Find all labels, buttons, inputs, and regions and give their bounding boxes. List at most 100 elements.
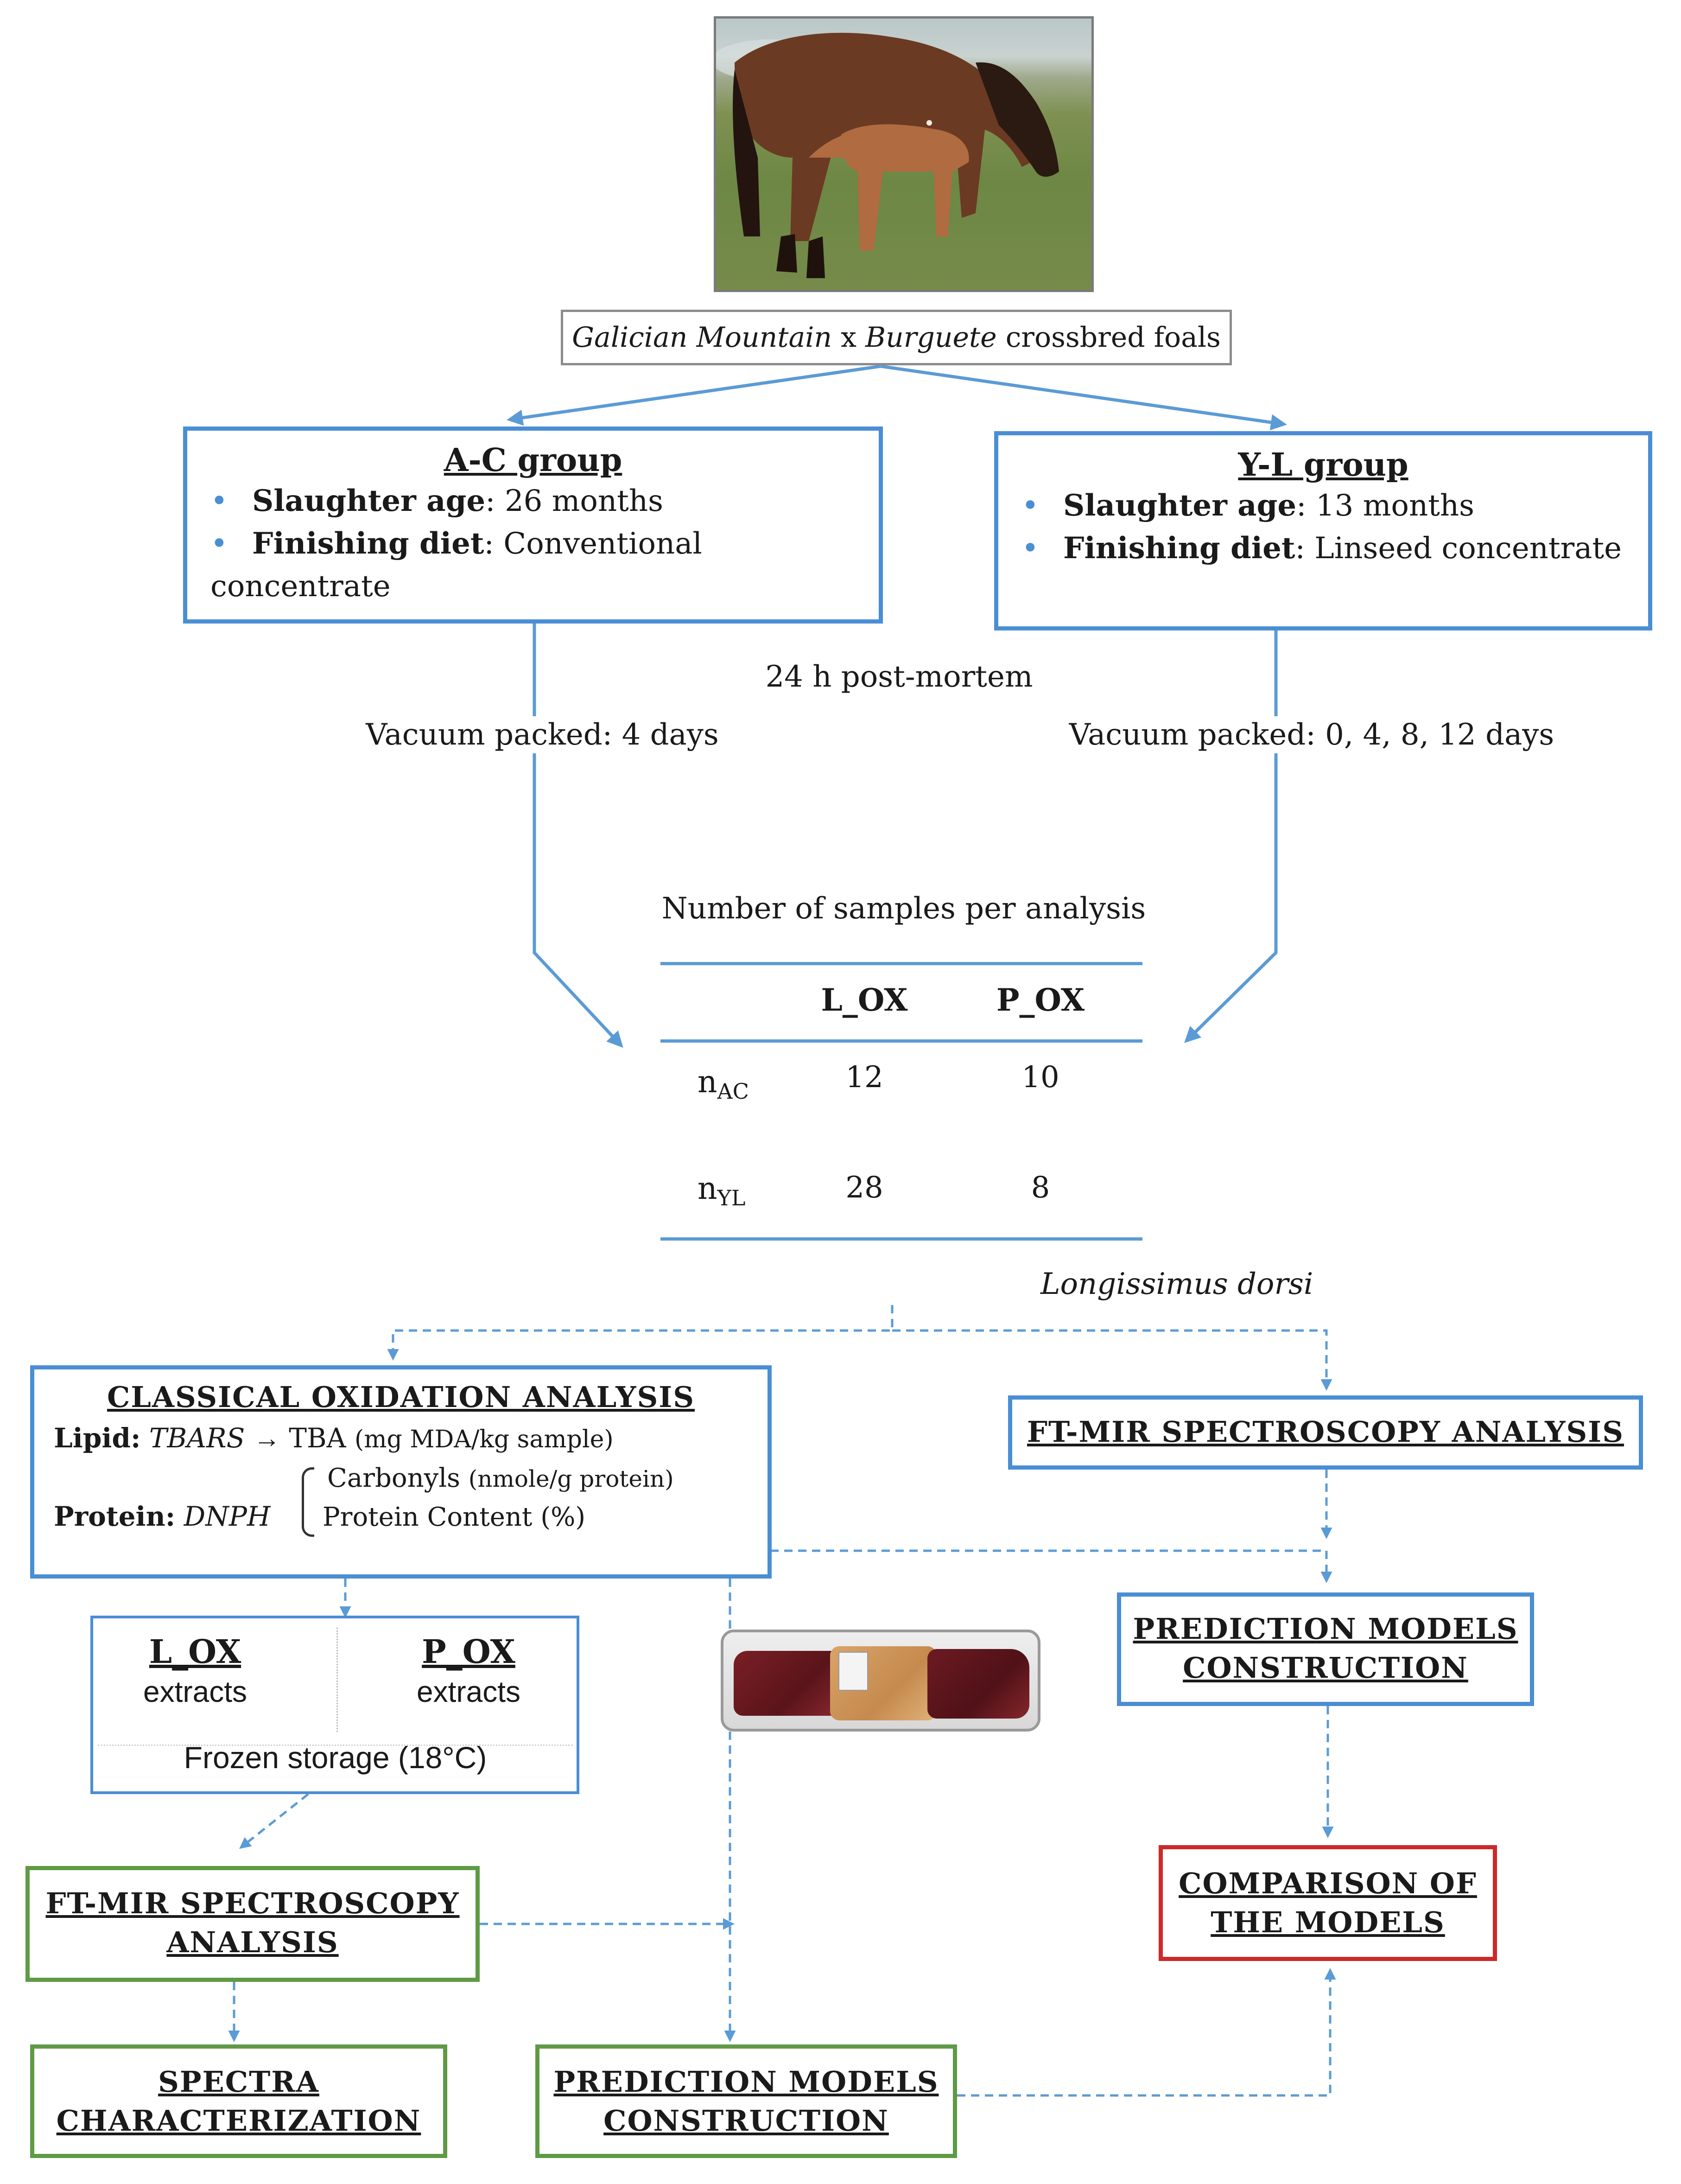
- bullet-icon: •: [1021, 489, 1039, 523]
- table-row-label: nAC: [698, 1061, 749, 1112]
- protein-item1-name: Carbonyls: [327, 1463, 460, 1493]
- ac-group-box: A-C group • Slaughter age: 26 months • Fin…: [183, 427, 883, 624]
- arrow-to-yl: [880, 364, 1287, 431]
- yl-diet-value: : Linseed concentrate: [1295, 531, 1622, 566]
- ac-diet-value: : Conventional concentrate: [210, 527, 702, 604]
- yl-age-line: • Slaughter age: 13 months: [1021, 484, 1625, 527]
- spectra-line2: CHARACTERIZATION: [56, 2104, 421, 2138]
- bullet-icon: •: [210, 484, 228, 518]
- arrow-yl-to-table: [1184, 630, 1278, 1043]
- vacuum-packed-meat-photo: [721, 1630, 1040, 1732]
- table-header-row: L_OX P_OX: [660, 965, 1142, 1039]
- yl-age-value: : 13 months: [1296, 489, 1474, 523]
- table-cell: 28: [845, 1171, 883, 1205]
- table-header-lox: L_OX: [821, 982, 908, 1018]
- protein-method: DNPH: [184, 1501, 271, 1532]
- dashed-left-prediction-to-comparison: [957, 1968, 1336, 2097]
- lipid-unit: (mg MDA/kg sample): [354, 1426, 614, 1453]
- row-label-sub: YL: [717, 1185, 746, 1211]
- right-arrow-icon: →: [253, 1423, 280, 1453]
- row-label-sub: AC: [717, 1079, 749, 1104]
- comparison-line1: COMPARISON OF: [1179, 1866, 1477, 1900]
- meat-right: [927, 1649, 1029, 1719]
- mare-and-foal-photo: [714, 16, 1094, 292]
- protein-item-2: Protein Content (%): [323, 1502, 586, 1532]
- ftmir-left-line2: ANALYSIS: [166, 1925, 339, 1959]
- ftmir-right-title: FT-MIR SPECTROSCOPY ANALYSIS: [1027, 1415, 1624, 1449]
- prediction-left-line2: CONSTRUCTION: [603, 2104, 889, 2138]
- prediction-left-box: PREDICTION MODELS CONSTRUCTION: [535, 2044, 957, 2158]
- breed-name-b: Burguete: [865, 321, 997, 354]
- arrow-to-ac: [507, 364, 881, 426]
- ac-diet-line: • Finishing diet: Conventional concentrat…: [210, 522, 856, 608]
- samples-table-title: Number of samples per analysis: [661, 891, 1146, 926]
- extracts-box: L_OX extracts P_OX extracts Frozen stora…: [90, 1616, 579, 1794]
- yl-diet-label: Finishing diet: [1063, 531, 1295, 566]
- ftmir-left-box: FT-MIR SPECTROSCOPY ANALYSIS: [25, 1866, 480, 1982]
- bullet-icon: •: [1021, 531, 1039, 566]
- table-bottom-rule: [660, 1237, 1142, 1241]
- classical-analysis-box: CLASSICAL OXIDATION ANALYSIS Lipid: TBAR…: [30, 1365, 772, 1579]
- lipid-result: TBA: [289, 1422, 346, 1454]
- p-extract: P_OX extracts: [381, 1631, 557, 1711]
- brace-icon: [302, 1467, 314, 1537]
- muscle-label: Longissimus dorsi: [1040, 1267, 1313, 1301]
- ac-vacuum-label: Vacuum packed: 4 days: [352, 716, 732, 753]
- bullet-icon: •: [210, 527, 228, 561]
- table-row-label: nYL: [698, 1168, 745, 1219]
- p-extract-sub: extracts: [416, 1675, 521, 1708]
- storage-rule: [98, 1745, 573, 1746]
- table-cell: 12: [845, 1060, 883, 1095]
- lipid-label: Lipid:: [54, 1422, 141, 1454]
- protein-label-line: Protein: DNPH: [54, 1497, 270, 1536]
- yl-vacuum-label: Vacuum packed: 0, 4, 8, 12 days: [1043, 716, 1580, 753]
- lipid-method: TBARS: [149, 1422, 245, 1454]
- horse-illustration: [716, 32, 1059, 278]
- lipid-line: Lipid: TBARS → TBA (mg MDA/kg sample): [54, 1419, 748, 1459]
- l-extract: L_OX extracts: [112, 1631, 279, 1711]
- ac-age-label: Slaughter age: [252, 484, 486, 518]
- postmortem-label: 24 h post-mortem: [765, 660, 1033, 694]
- yl-group-title: Y-L group: [1238, 446, 1408, 484]
- p-extract-title: P_OX: [422, 1632, 515, 1671]
- meat-label-sticker: [838, 1652, 868, 1691]
- ftmir-left-line1: FT-MIR SPECTROSCOPY: [45, 1886, 460, 1920]
- table-cell: 8: [1031, 1171, 1050, 1205]
- prediction-right-line2: CONSTRUCTION: [1183, 1651, 1468, 1685]
- classical-title: CLASSICAL OXIDATION ANALYSIS: [107, 1380, 695, 1414]
- table-row: nYL 28 8: [660, 1154, 1142, 1237]
- comparison-line2: THE MODELS: [1211, 1905, 1445, 1939]
- dashed-extracts-to-ftmir: [239, 1793, 309, 1849]
- row-label-main: n: [698, 1171, 717, 1206]
- prediction-right-line1: PREDICTION MODELS: [1133, 1612, 1518, 1646]
- protein-block: Protein: DNPH Carbonyls (nmole/g protein…: [54, 1459, 748, 1538]
- yl-diet-line: • Finishing diet: Linseed concentrate: [1021, 527, 1625, 570]
- prediction-left-line1: PREDICTION MODELS: [553, 2065, 939, 2099]
- breed-box: Galician Mountain x Burguete crossbred f…: [561, 310, 1232, 365]
- protein-label: Protein:: [54, 1501, 176, 1532]
- yl-age-label: Slaughter age: [1063, 488, 1297, 523]
- dashed-to-ftmir-right: [892, 1329, 1332, 1391]
- spectra-line1: SPECTRA: [158, 2065, 319, 2099]
- ac-group-title: A-C group: [444, 442, 622, 479]
- yl-group-box: Y-L group • Slaughter age: 13 months • Fin…: [994, 431, 1652, 630]
- table-cell: 10: [1021, 1060, 1059, 1095]
- spectra-box: SPECTRA CHARACTERIZATION: [30, 2044, 447, 2158]
- ftmir-right-box: FT-MIR SPECTROSCOPY ANALYSIS: [1008, 1395, 1643, 1470]
- samples-table: L_OX P_OX nAC 12 10 nYL 28 8: [660, 962, 1142, 1241]
- l-extract-title: L_OX: [149, 1632, 241, 1671]
- protein-item1-unit: (nmole/g protein): [468, 1465, 674, 1492]
- table-top-rule: [660, 962, 1142, 965]
- ac-age-value: : 26 months: [485, 484, 663, 518]
- table-header-pox: P_OX: [996, 982, 1085, 1018]
- protein-item-1: Carbonyls (nmole/g protein): [327, 1459, 674, 1498]
- dashed-classical-to-prediction: [770, 1549, 1332, 1583]
- row-label-main: n: [698, 1064, 717, 1100]
- breed-rest: crossbred foals: [996, 321, 1221, 354]
- breed-name-a: Galician Mountain: [572, 321, 832, 354]
- frozen-storage-label: Frozen storage (18°C): [184, 1740, 487, 1775]
- meat-left: [734, 1651, 845, 1716]
- l-extract-sub: extracts: [143, 1675, 247, 1708]
- ac-diet-label: Finishing diet: [252, 526, 484, 561]
